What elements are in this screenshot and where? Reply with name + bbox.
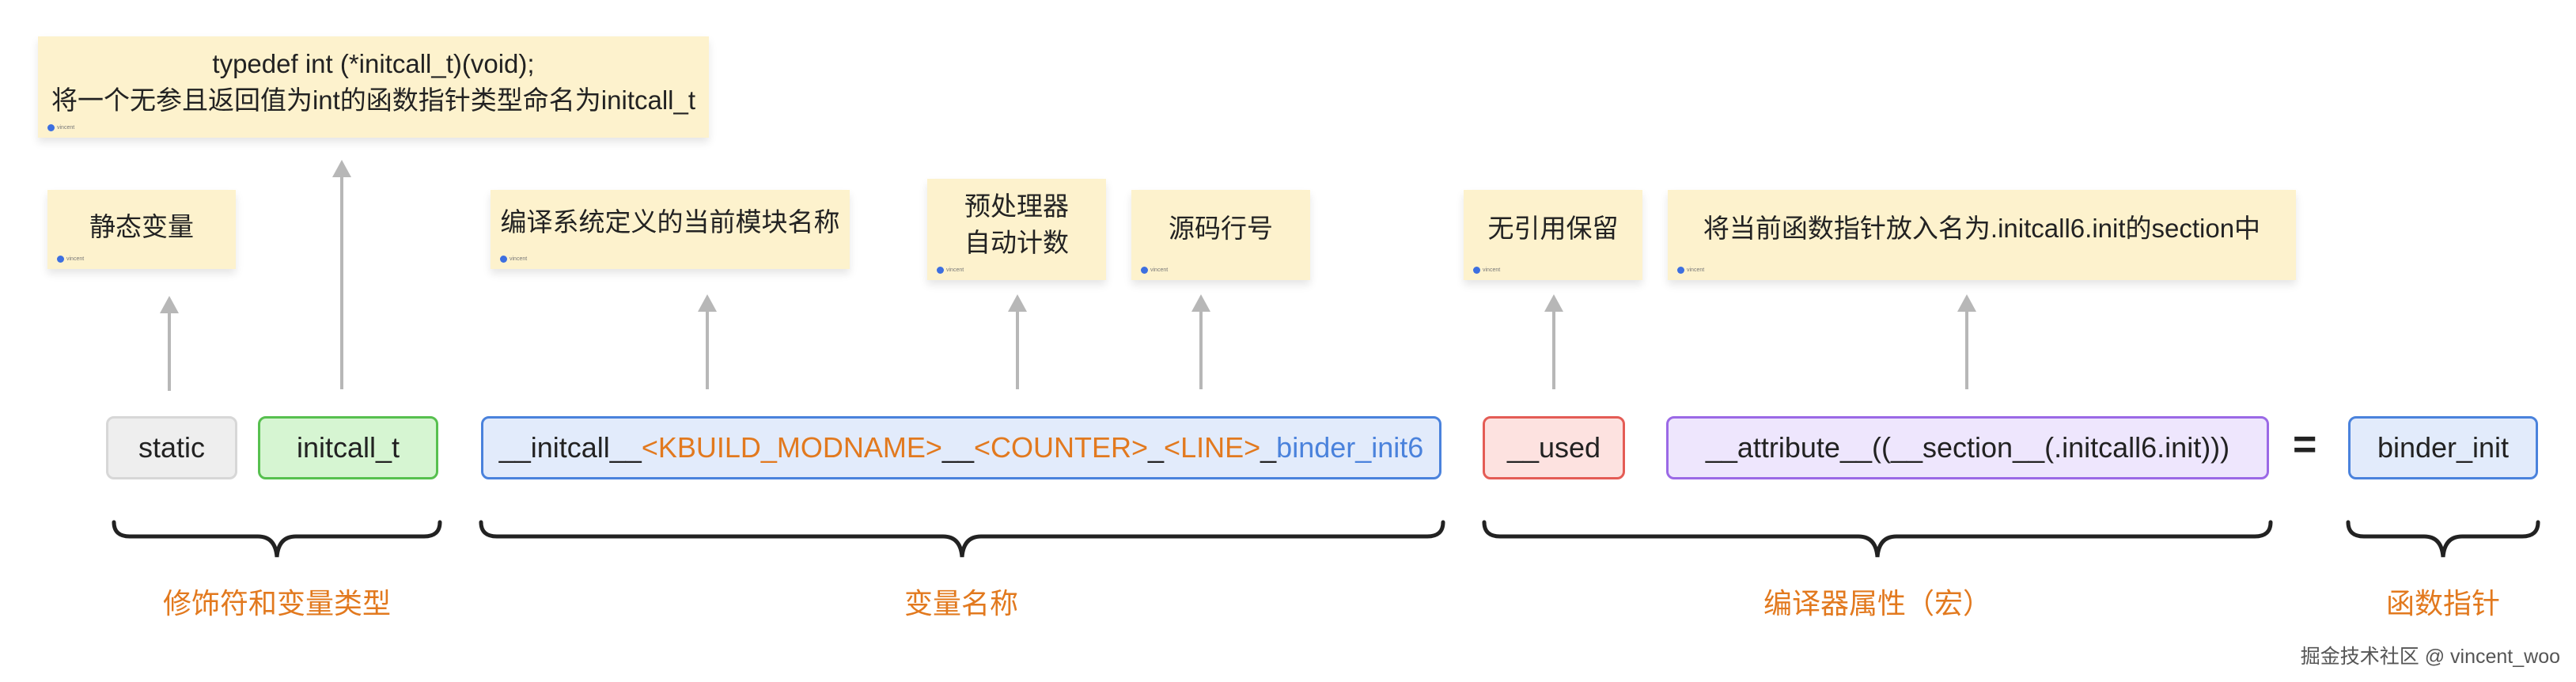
note-modname-text: 编译系统定义的当前模块名称 <box>500 207 840 237</box>
brace-modifiers <box>112 520 442 558</box>
arrow-section <box>1957 294 1976 389</box>
box-value: binder_init <box>2348 416 2538 479</box>
var-sep: __ <box>941 431 974 464</box>
note-line: 源码行号 vincent <box>1131 190 1310 280</box>
box-initcall-t-text: initcall_t <box>296 431 400 464</box>
category-variable-name: 变量名称 <box>903 587 1018 619</box>
var-modname: <KBUILD_MODNAME> <box>641 431 942 464</box>
arrow-used <box>1544 294 1563 389</box>
brace-variable-name <box>479 520 1445 558</box>
note-line-text: 源码行号 <box>1169 214 1273 243</box>
note-static-text: 静态变量 <box>89 212 194 241</box>
box-used: __used <box>1483 416 1625 479</box>
note-typedef-line2: 将一个无参且返回值为int的函数指针类型命名为initcall_t <box>51 85 696 115</box>
note-used-text: 无引用保留 <box>1487 214 1619 243</box>
note-author-tag: vincent <box>937 267 964 274</box>
var-prefix: __initcall__ <box>498 431 642 464</box>
note-section: 将当前函数指针放入名为.initcall6.init的section中 vinc… <box>1668 190 2296 280</box>
var-sep: _ <box>1148 431 1165 464</box>
box-used-text: __used <box>1506 431 1601 464</box>
note-counter-line1: 预处理器 <box>964 191 1069 221</box>
note-author-tag: vincent <box>47 124 74 131</box>
var-sep: _ <box>1260 431 1277 464</box>
author-avatar-icon <box>47 124 55 131</box>
category-modifiers: 修饰符和变量类型 <box>162 587 391 619</box>
author-avatar-icon <box>1677 267 1684 274</box>
equals-sign: = <box>2293 422 2317 468</box>
category-attrs: 编译器属性（宏） <box>1763 587 1991 619</box>
box-static-text: static <box>138 431 206 464</box>
box-variable-name: __initcall__<KBUILD_MODNAME>__<COUNTER>_… <box>481 416 1441 479</box>
arrow-typedef <box>332 160 351 389</box>
box-static: static <box>106 416 237 479</box>
note-author-tag: vincent <box>1141 267 1168 274</box>
box-attribute-text: __attribute__((__section__(.initcall6.in… <box>1705 431 2230 464</box>
author-avatar-icon <box>500 256 507 263</box>
note-author-tag: vincent <box>57 256 84 263</box>
box-initcall-t: initcall_t <box>258 416 438 479</box>
brace-fn-ptr <box>2346 520 2540 558</box>
arrow-modname <box>698 294 717 389</box>
note-author-tag: vincent <box>1473 267 1500 274</box>
note-author-tag: vincent <box>500 256 527 263</box>
box-attribute: __attribute__((__section__(.initcall6.in… <box>1666 416 2269 479</box>
note-counter: 预处理器 自动计数 vincent <box>927 179 1106 280</box>
note-static: 静态变量 vincent <box>47 190 236 269</box>
author-avatar-icon <box>1141 267 1148 274</box>
author-avatar-icon <box>937 267 944 274</box>
arrow-counter <box>1008 294 1027 389</box>
box-value-text: binder_init <box>2377 431 2510 464</box>
arrow-line <box>1191 294 1210 389</box>
author-avatar-icon <box>1473 267 1480 274</box>
var-function: binder_init6 <box>1276 431 1424 464</box>
note-modname: 编译系统定义的当前模块名称 vincent <box>491 190 850 269</box>
watermark: 掘金技术社区 @ vincent_woo <box>2300 646 2560 668</box>
author-avatar-icon <box>57 256 64 263</box>
note-section-text: 将当前函数指针放入名为.initcall6.init的section中 <box>1703 214 2261 243</box>
note-author-tag: vincent <box>1677 267 1704 274</box>
note-typedef: typedef int (*initcall_t)(void); 将一个无参且返… <box>38 36 709 138</box>
note-used: 无引用保留 vincent <box>1464 190 1642 280</box>
var-line: <LINE> <box>1164 431 1261 464</box>
brace-attrs <box>1482 520 2273 558</box>
note-counter-line2: 自动计数 <box>964 228 1069 257</box>
var-counter: <COUNTER> <box>973 431 1149 464</box>
note-typedef-line1: typedef int (*initcall_t)(void); <box>212 49 535 78</box>
arrow-static <box>160 296 179 391</box>
category-fn-ptr: 函数指针 <box>2385 587 2500 619</box>
